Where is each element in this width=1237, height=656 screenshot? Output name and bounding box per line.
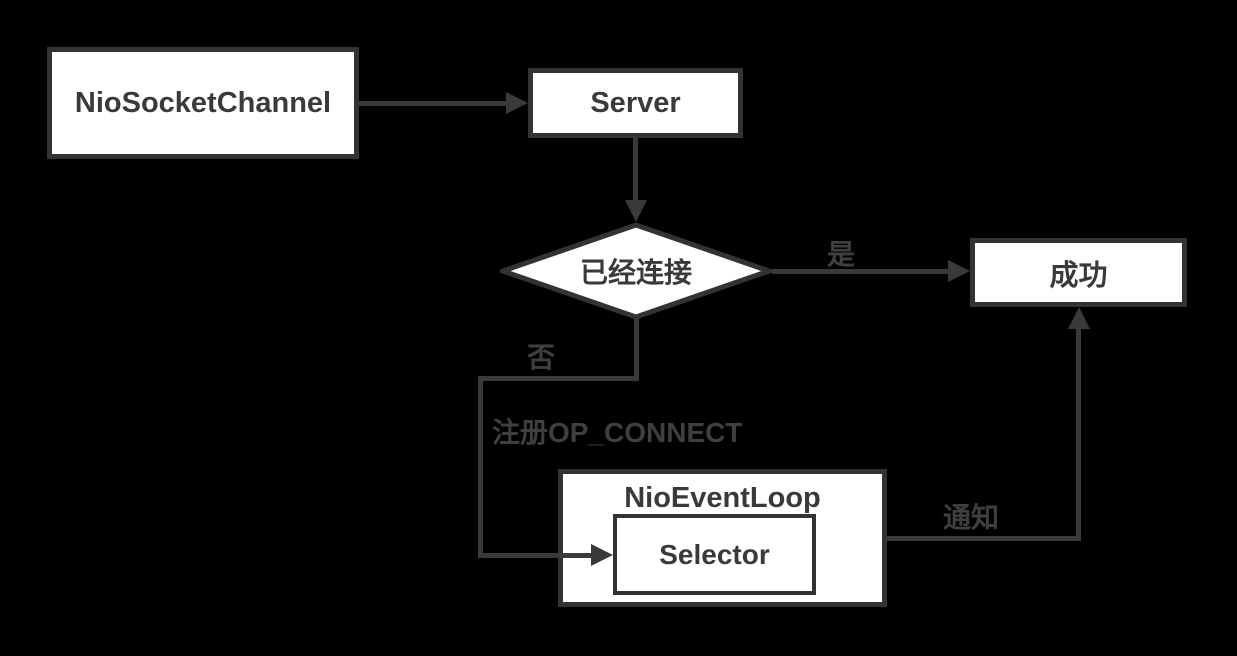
edge-label-no: 否 bbox=[526, 342, 555, 373]
diamond-shape bbox=[500, 222, 772, 320]
edge-yes-arrowhead-icon bbox=[948, 260, 970, 282]
node-decision-connected-label: 已经连接 bbox=[579, 257, 692, 288]
node-nio-event-loop-label: NioEventLoop bbox=[624, 482, 821, 514]
edge-label-yes: 是 bbox=[826, 239, 855, 270]
edge-notify-arrowhead-icon bbox=[1068, 307, 1090, 329]
node-nio-socket-channel: NioSocketChannel bbox=[47, 47, 359, 159]
node-success: 成功 bbox=[970, 238, 1187, 307]
edge-yes-line bbox=[772, 269, 949, 274]
node-server: Server bbox=[528, 68, 743, 138]
edge-server-to-decision-arrowhead-icon bbox=[625, 200, 647, 222]
edge-label-register-op-connect: 注册OP_CONNECT bbox=[492, 417, 743, 448]
node-selector-label: Selector bbox=[659, 538, 770, 570]
edge-no-line-segment-left bbox=[478, 376, 639, 381]
edge-label-notify: 通知 bbox=[942, 502, 999, 533]
edge-niosocketchannel-to-server-line bbox=[359, 101, 509, 106]
node-success-label: 成功 bbox=[1049, 259, 1108, 292]
edge-no-line-segment-down bbox=[634, 318, 639, 381]
node-decision-connected: 已经连接 bbox=[500, 222, 772, 320]
edge-niosocketchannel-to-server-arrowhead-icon bbox=[506, 92, 528, 114]
edge-no-arrowhead-icon bbox=[591, 544, 613, 566]
edge-no-line-segment-right bbox=[478, 553, 593, 558]
node-nio-socket-channel-label: NioSocketChannel bbox=[74, 86, 332, 119]
node-selector: Selector bbox=[613, 514, 816, 595]
edge-server-to-decision-line bbox=[633, 136, 638, 202]
edge-notify-line-segment-up bbox=[1076, 327, 1081, 541]
edge-no-line-segment-down2 bbox=[478, 376, 483, 558]
node-server-label: Server bbox=[590, 86, 681, 119]
edge-notify-line-segment-right bbox=[887, 536, 1081, 541]
